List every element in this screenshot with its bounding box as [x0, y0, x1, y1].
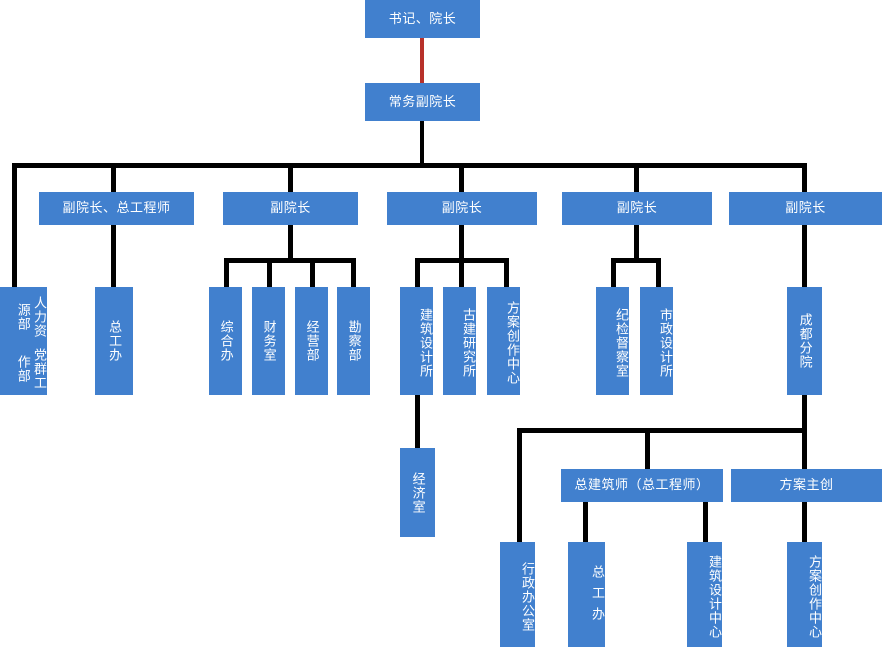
connector-vp2-bus — [224, 258, 356, 263]
connector-drop-general-office — [224, 258, 229, 287]
node-finance-office[interactable]: 财务室 — [252, 287, 285, 395]
connector-drop-vp2 — [288, 163, 293, 192]
connector-root-to-executive-vp — [420, 38, 424, 83]
node-scheme-creation-center[interactable]: 方案创作中心 — [487, 287, 520, 395]
connector-drop-vp4 — [634, 163, 639, 192]
connector-level2-bus — [12, 163, 807, 168]
connector-drop-vp1 — [111, 163, 116, 192]
node-hr-dept[interactable]: 人力资源部 党群工作部 — [0, 287, 47, 395]
node-architecture-institute[interactable]: 建筑设计所 — [400, 287, 433, 395]
connector-vp4-bus — [611, 258, 661, 263]
connector-chengdu-lower-bus — [517, 428, 807, 433]
connector-vp1-to-chief-engineer-office — [111, 225, 116, 287]
node-vp3[interactable]: 副院长 — [387, 192, 537, 225]
node-admin-office[interactable]: 行政办公室 — [500, 542, 535, 647]
node-municipal-design-institute[interactable]: 市政设计所 — [640, 287, 673, 395]
connector-drop-ancient-architecture-institute — [459, 258, 464, 287]
node-executive-vp[interactable]: 常务副院长 — [365, 83, 480, 121]
node-ancient-architecture-institute[interactable]: 古建研究所 — [443, 287, 476, 395]
connector-drop-scheme-lead — [802, 428, 807, 469]
node-hr-dept-label-col1: 人力资源部 — [15, 296, 47, 338]
connector-drop-architecture-institute — [415, 258, 420, 287]
connector-drop-discipline-inspection-office — [611, 258, 616, 287]
connector-scheme-lead-to-branch-scheme-creation-center — [802, 502, 807, 542]
node-vp4[interactable]: 副院长 — [562, 192, 712, 225]
node-root[interactable]: 书记、院长 — [365, 0, 480, 38]
connector-chief-architect-to-architecture-design-center — [703, 502, 708, 542]
node-vp5[interactable]: 副院长 — [729, 192, 882, 225]
connector-drop-municipal-design-institute — [656, 258, 661, 287]
node-branch-chief-engineer-office[interactable]: 总工办 — [568, 542, 605, 647]
node-chengdu-branch[interactable]: 成都分院 — [787, 287, 822, 395]
node-economics-office[interactable]: 经济室 — [400, 448, 435, 537]
node-hr-dept-label-col2: 党群工作部 — [15, 348, 47, 390]
node-survey-dept[interactable]: 勘察部 — [337, 287, 370, 395]
connector-drop-vp3 — [459, 163, 464, 192]
node-vp2[interactable]: 副院长 — [223, 192, 358, 225]
node-discipline-inspection-office[interactable]: 纪检督察室 — [596, 287, 629, 395]
connector-architecture-institute-to-economics-office — [415, 395, 420, 448]
connector-drop-scheme-creation-center — [504, 258, 509, 287]
connector-drop-vp5 — [802, 163, 807, 192]
connector-drop-survey-dept — [351, 258, 356, 287]
connector-drop-operations-dept — [310, 258, 315, 287]
node-chief-engineer-office[interactable]: 总工办 — [95, 287, 133, 395]
node-chief-architect[interactable]: 总建筑师（总工程师） — [561, 469, 723, 502]
connector-vp3-drop — [459, 225, 464, 260]
connector-vp5-to-chengdu-branch — [802, 225, 807, 287]
connector-drop-admin-office — [517, 428, 522, 542]
node-vp1[interactable]: 副院长、总工程师 — [39, 192, 194, 225]
node-branch-scheme-creation-center[interactable]: 方案创作中心 — [787, 542, 822, 647]
node-architecture-design-center[interactable]: 建筑设计中心 — [687, 542, 722, 647]
connector-executive-vp-drop — [420, 121, 424, 165]
node-operations-dept[interactable]: 经营部 — [295, 287, 328, 395]
node-general-office[interactable]: 综合办 — [209, 287, 242, 395]
connector-drop-chief-architect — [645, 428, 650, 469]
connector-vp2-drop — [288, 225, 293, 260]
connector-drop-hr-dept — [12, 163, 17, 287]
connector-chengdu-branch-drop — [802, 395, 807, 431]
connector-drop-finance-office — [267, 258, 272, 287]
connector-vp4-drop — [634, 225, 639, 260]
connector-chief-architect-to-branch-chief-engineer-office — [583, 502, 588, 542]
node-scheme-lead[interactable]: 方案主创 — [731, 469, 882, 502]
